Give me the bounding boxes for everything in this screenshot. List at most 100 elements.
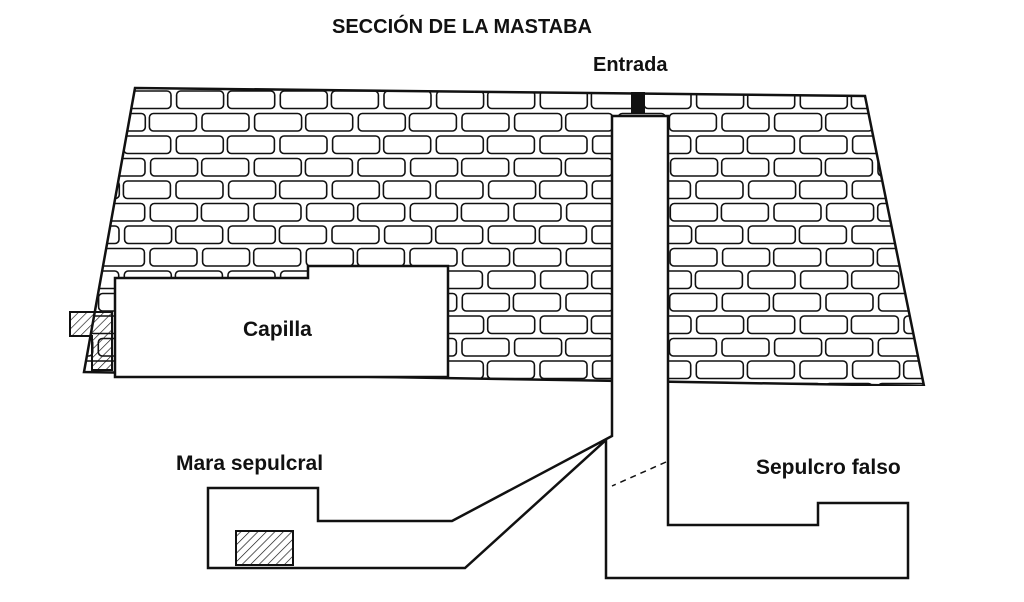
sarcophagus	[235, 530, 294, 566]
false-door-stele	[69, 311, 113, 371]
brick	[148, 112, 198, 132]
brick	[799, 135, 848, 155]
brick	[669, 202, 719, 222]
brick	[929, 339, 976, 357]
brick	[564, 337, 614, 357]
brick	[773, 202, 822, 222]
brick	[930, 249, 977, 267]
entrance-marker	[631, 92, 645, 114]
brick	[721, 337, 770, 357]
brick	[773, 337, 823, 357]
brick	[902, 180, 924, 200]
brick	[668, 292, 718, 312]
brick	[434, 225, 484, 245]
brick	[930, 294, 977, 312]
brick	[798, 225, 848, 245]
brick	[668, 337, 718, 357]
brick	[409, 157, 459, 177]
brick	[669, 157, 719, 177]
brick	[356, 247, 406, 267]
brick	[84, 292, 94, 312]
label-chapel: Capilla	[243, 318, 312, 341]
brick	[122, 180, 172, 200]
brick	[253, 202, 302, 222]
brick	[747, 270, 796, 290]
brick	[330, 90, 380, 110]
brick	[357, 157, 406, 177]
brick	[201, 247, 251, 267]
brick	[84, 180, 121, 200]
brick	[669, 247, 718, 267]
brick	[487, 225, 537, 245]
brick	[799, 360, 848, 380]
label-burial-chamber: Mara sepulcral	[176, 452, 324, 475]
brick	[383, 90, 432, 110]
brick	[331, 225, 380, 245]
brick	[175, 135, 225, 155]
brick	[486, 135, 536, 155]
brick	[356, 202, 406, 222]
brick	[304, 157, 354, 177]
label-false-tomb: Sepulcro falso	[756, 456, 901, 479]
brick	[253, 112, 303, 132]
brick	[747, 180, 797, 200]
brick	[304, 112, 354, 132]
brick	[513, 112, 563, 132]
brick	[84, 112, 94, 132]
brick	[487, 270, 536, 290]
brick	[721, 247, 771, 267]
brick	[876, 202, 924, 222]
brick	[772, 292, 822, 312]
brick	[565, 292, 614, 312]
brick	[226, 90, 276, 110]
brick	[279, 135, 328, 155]
brick	[850, 90, 900, 110]
brick	[799, 315, 849, 335]
brick	[84, 90, 120, 110]
brick	[435, 180, 484, 200]
brick	[695, 135, 745, 155]
shaft-seam	[611, 461, 667, 487]
brick	[461, 337, 510, 357]
brick	[513, 337, 563, 357]
brick	[825, 292, 874, 312]
brick	[798, 180, 848, 200]
brick	[253, 157, 303, 177]
brick	[305, 202, 355, 222]
brick	[539, 360, 588, 380]
brick	[486, 90, 536, 110]
brick	[877, 157, 924, 177]
brick	[825, 247, 875, 267]
brick	[929, 114, 976, 132]
brick	[902, 135, 924, 155]
brick	[903, 270, 924, 290]
brick	[227, 225, 277, 245]
brick	[565, 202, 615, 222]
brick	[902, 360, 924, 380]
brick	[512, 247, 562, 267]
brick	[538, 180, 588, 200]
brick	[122, 135, 172, 155]
brick	[84, 337, 94, 357]
brick	[721, 112, 770, 132]
brick	[746, 360, 796, 380]
brick	[461, 112, 510, 132]
brick	[252, 247, 302, 267]
brick	[278, 180, 328, 200]
brick	[227, 180, 277, 200]
brick	[668, 112, 718, 132]
brick	[84, 270, 120, 290]
brick	[851, 360, 901, 380]
brick	[357, 112, 407, 132]
brick	[460, 202, 510, 222]
brick	[382, 180, 432, 200]
brick	[84, 157, 94, 177]
brick	[226, 135, 276, 155]
brick	[435, 90, 485, 110]
brick	[149, 247, 198, 267]
brick	[279, 90, 329, 110]
brick	[149, 202, 199, 222]
brick	[461, 292, 511, 312]
diagram-title: SECCIÓN DE LA MASTABA	[332, 16, 592, 38]
